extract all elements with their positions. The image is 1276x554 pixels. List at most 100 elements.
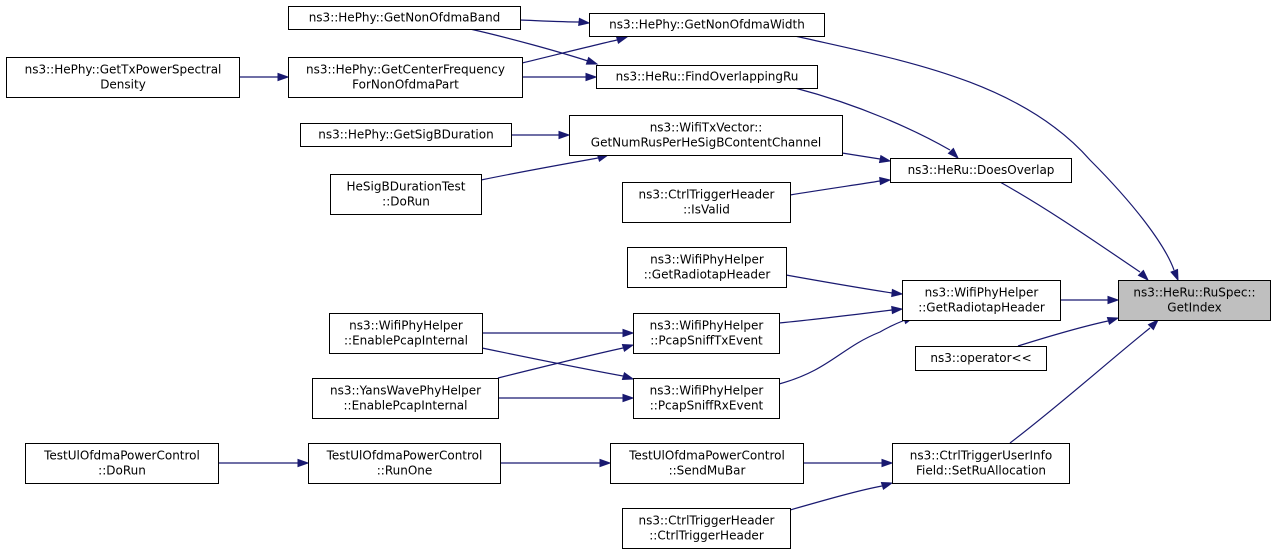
node-label: ::PcapSniffRxEvent bbox=[650, 399, 764, 413]
edge-sigbduration-to-numrus bbox=[511, 130, 571, 140]
node-sendmubar[interactable]: TestUlOfdmaPowerControl::SendMuBar bbox=[610, 443, 804, 484]
node-setrualloc[interactable]: ns3::CtrlTriggerUserInfoField::SetRuAllo… bbox=[892, 443, 1070, 484]
node-label: ns3::CtrlTriggerHeader bbox=[638, 188, 774, 202]
node-runone[interactable]: TestUlOfdmaPowerControl::RunOne bbox=[308, 443, 501, 484]
edge-radiotap2-to-getindex bbox=[1060, 295, 1120, 305]
edge-line bbox=[999, 181, 1141, 273]
arrowhead-icon bbox=[277, 72, 290, 82]
node-box bbox=[589, 13, 825, 37]
node-label: ns3::HeRu::RuSpec:: bbox=[1133, 286, 1255, 300]
node-box bbox=[627, 247, 787, 288]
edge-line bbox=[794, 87, 951, 151]
node-label: HeSigBDurationTest bbox=[347, 180, 466, 194]
node-label: ::IsValid bbox=[683, 203, 730, 217]
node-box bbox=[330, 174, 482, 215]
node-label: GetNumRusPerHeSigBContentChannel bbox=[591, 136, 821, 150]
edge-yanswave-to-sniffTx bbox=[497, 343, 635, 379]
node-isvalid[interactable]: ns3::CtrlTriggerHeader::IsValid bbox=[622, 182, 791, 223]
node-label: ns3::HePhy::GetNonOfdmaBand bbox=[309, 11, 501, 25]
node-findoverlap[interactable]: ns3::HeRu::FindOverlappingRu bbox=[596, 65, 818, 89]
edge-nonofdmaband-to-findoverlap bbox=[469, 28, 599, 65]
node-box bbox=[288, 57, 523, 98]
node-label: ::EnablePcapInternal bbox=[344, 334, 468, 348]
node-label: ns3::WifiPhyHelper bbox=[925, 286, 1039, 300]
node-numrus[interactable]: ns3::WifiTxVector::GetNumRusPerHeSigBCon… bbox=[569, 115, 843, 156]
edge-radiotap1-to-radiotap2 bbox=[785, 274, 904, 298]
node-label: TestUlOfdmaPowerControl bbox=[628, 449, 785, 463]
node-getindex[interactable]: ns3::HeRu::RuSpec::GetIndex bbox=[1118, 280, 1271, 321]
node-label: ::DoRun bbox=[382, 195, 430, 209]
node-box bbox=[288, 6, 521, 30]
node-radiotap2[interactable]: ns3::WifiPhyHelper::GetRadiotapHeader bbox=[902, 280, 1061, 321]
node-box bbox=[329, 313, 483, 354]
edge-nonofdmawidth-to-getindex bbox=[794, 35, 1179, 282]
edge-yanswave-to-sniffRx bbox=[498, 393, 635, 403]
node-box bbox=[902, 280, 1061, 321]
node-operator[interactable]: ns3::operator<< bbox=[915, 346, 1047, 371]
node-nonofdmaband[interactable]: ns3::HePhy::GetNonOfdmaBand bbox=[288, 6, 521, 30]
arrowhead-icon bbox=[621, 343, 635, 353]
edge-line bbox=[480, 157, 599, 181]
node-box bbox=[892, 443, 1070, 484]
node-box bbox=[633, 378, 780, 419]
node-label: ns3::WifiTxVector:: bbox=[650, 121, 763, 135]
edge-numrus-to-doesoverlap bbox=[841, 152, 892, 164]
arrowhead-icon bbox=[585, 56, 599, 65]
node-enablepcap[interactable]: ns3::WifiPhyHelper::EnablePcapInternal bbox=[329, 313, 483, 354]
node-sniffRx[interactable]: ns3::WifiPhyHelper::PcapSniffRxEvent bbox=[633, 378, 780, 419]
node-yanswave[interactable]: ns3::YansWavePhyHelper::EnablePcapIntern… bbox=[312, 378, 499, 419]
node-label: ns3::WifiPhyHelper bbox=[650, 253, 764, 267]
arrowhead-icon bbox=[297, 458, 310, 468]
node-label: TestUlOfdmaPowerControl bbox=[43, 449, 200, 463]
node-label: GetIndex bbox=[1167, 301, 1221, 315]
node-box bbox=[622, 182, 791, 223]
node-label: ns3::HeRu::FindOverlappingRu bbox=[616, 70, 799, 84]
node-nonofdmawidth[interactable]: ns3::HePhy::GetNonOfdmaWidth bbox=[589, 13, 825, 37]
node-doesoverlap[interactable]: ns3::HeRu::DoesOverlap bbox=[890, 158, 1072, 183]
edge-line bbox=[497, 347, 624, 379]
node-label: ns3::HePhy::GetCenterFrequency bbox=[306, 63, 505, 77]
node-box bbox=[308, 443, 501, 484]
arrowhead-icon bbox=[558, 130, 571, 140]
node-box bbox=[610, 443, 804, 484]
node-hesigbtest[interactable]: HeSigBDurationTest::DoRun bbox=[330, 174, 482, 215]
edge-runone-to-sendmubar bbox=[500, 458, 612, 468]
edge-line bbox=[778, 309, 893, 324]
arrowhead-icon bbox=[891, 305, 904, 315]
node-label: ns3::WifiPhyHelper bbox=[650, 319, 764, 333]
node-label: ns3::HePhy::GetSigBDuration bbox=[318, 128, 493, 142]
node-label: ::GetRadiotapHeader bbox=[918, 301, 1045, 315]
node-box bbox=[915, 346, 1047, 371]
node-box bbox=[25, 443, 219, 484]
arrowhead-icon bbox=[881, 458, 894, 468]
node-label: ns3::HePhy::GetTxPowerSpectral bbox=[25, 63, 222, 77]
arrowhead-icon bbox=[1106, 316, 1120, 326]
node-centerfreq[interactable]: ns3::HePhy::GetCenterFrequencyForNonOfdm… bbox=[288, 57, 523, 98]
edge-enablepcap-to-sniffTx bbox=[482, 328, 635, 338]
graph-edges bbox=[218, 17, 1179, 511]
arrowhead-icon bbox=[578, 17, 591, 27]
node-label: ::EnablePcapInternal bbox=[343, 399, 467, 413]
node-radiotap1[interactable]: ns3::WifiPhyHelper::GetRadiotapHeader bbox=[627, 247, 787, 288]
edge-line bbox=[789, 180, 881, 196]
node-label: ::CtrlTriggerHeader bbox=[649, 529, 764, 543]
arrowhead-icon bbox=[880, 481, 894, 491]
edge-centerfreq-to-findoverlap bbox=[522, 72, 598, 82]
node-box bbox=[569, 115, 843, 156]
node-label: ns3::CtrlTriggerUserInfo bbox=[910, 449, 1052, 463]
node-label: ns3::WifiPhyHelper bbox=[650, 384, 764, 398]
node-label: ForNonOfdmaPart bbox=[352, 78, 459, 92]
node-box bbox=[596, 65, 818, 89]
node-sigbduration[interactable]: ns3::HePhy::GetSigBDuration bbox=[300, 123, 512, 147]
edge-line bbox=[1009, 327, 1151, 444]
node-box bbox=[890, 158, 1072, 183]
node-ctrltrigger[interactable]: ns3::CtrlTriggerHeader::CtrlTriggerHeade… bbox=[622, 508, 791, 549]
edge-findoverlap-to-doesoverlap bbox=[794, 87, 960, 160]
edge-setrualloc-to-getindex bbox=[1009, 318, 1160, 444]
edge-centerfreq-to-nonofdmawidth bbox=[521, 35, 629, 64]
node-uldorun[interactable]: TestUlOfdmaPowerControl::DoRun bbox=[25, 443, 219, 484]
node-sniffTx[interactable]: ns3::WifiPhyHelper::PcapSniffTxEvent bbox=[633, 313, 780, 354]
node-box bbox=[1118, 280, 1271, 321]
